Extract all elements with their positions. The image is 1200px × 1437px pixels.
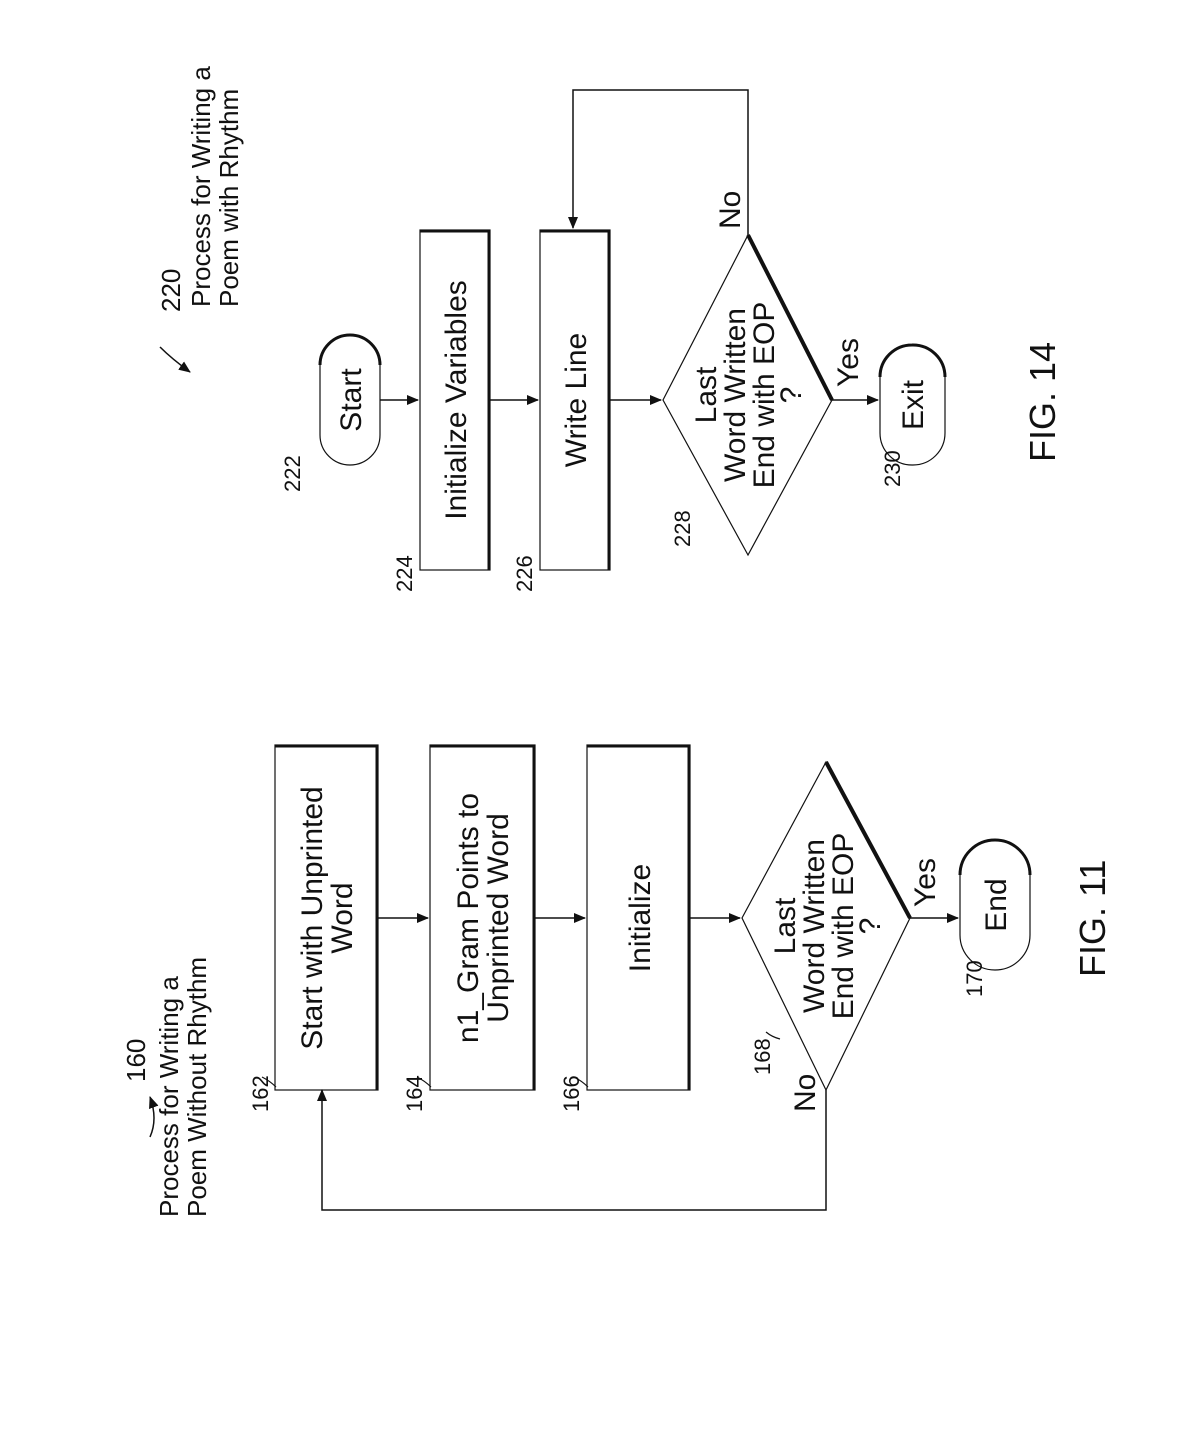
step-224: Initialize Variables 224 — [392, 229, 491, 592]
step-166-ref: 166 — [559, 1075, 584, 1112]
decision-168-line4: ? — [854, 918, 887, 935]
decision-228-ref: 228 — [670, 510, 695, 547]
decision-228-line2: Word Written — [719, 308, 752, 482]
fig11-caption: FIG. 11 — [1072, 860, 1113, 977]
decision-168-no: No — [789, 1074, 822, 1112]
step-224-ref: 224 — [392, 555, 417, 592]
loop-arrow-228-no — [568, 89, 749, 235]
fig11-title-line2: Poem Without Rhythm — [182, 957, 212, 1217]
decision-168-ref: 168 — [750, 1038, 775, 1075]
start-222: Start 222 — [280, 333, 382, 492]
terminal-170-ref: 170 — [962, 960, 987, 997]
fig11-ref-arrow — [149, 1096, 159, 1138]
terminal-230: Exit 230 — [878, 343, 947, 487]
decision-228-line3: End with EOP — [748, 302, 781, 489]
loop-arrow-168-no — [317, 1089, 827, 1211]
decision-228: Last Word Written End with EOP ? 228 — [662, 233, 834, 557]
fig14-ref: 220 — [156, 269, 186, 312]
fig11-title-line1: Process for Writing a — [154, 976, 184, 1217]
fig14-title-line1: Process for Writing a — [186, 66, 216, 307]
terminal-170: End 170 — [958, 838, 1032, 997]
step-162-line2: Word — [326, 882, 359, 953]
decision-168-line1: Last — [769, 897, 802, 954]
step-164-ref: 164 — [402, 1075, 427, 1112]
terminal-170-label: End — [980, 878, 1013, 931]
step-224-label: Initialize Variables — [440, 280, 473, 520]
fig14-ref-arrow — [159, 346, 191, 373]
decision-228-line4: ? — [775, 387, 808, 404]
step-226: Write Line 226 — [512, 229, 611, 592]
step-166-label: Initialize — [624, 864, 657, 972]
decision-168-line3: End with EOP — [827, 833, 860, 1020]
step-164-line1: n1_Gram Points to — [452, 793, 485, 1043]
fig11: 160 Process for Writing a Poem Without R… — [121, 744, 1113, 1217]
step-226-ref: 226 — [512, 555, 537, 592]
terminal-230-label: Exit — [897, 379, 930, 430]
decision-228-yes: Yes — [832, 338, 865, 387]
decision-228-no: No — [714, 191, 747, 229]
start-222-ref: 222 — [280, 455, 305, 492]
step-226-label: Write Line — [560, 333, 593, 468]
step-166: Initialize 166 — [559, 744, 691, 1112]
terminal-230-ref: 230 — [880, 450, 905, 487]
decision-228-line1: Last — [690, 366, 723, 423]
step-164-line2: Unprinted Word — [482, 813, 515, 1023]
decision-168-line2: Word Written — [798, 839, 831, 1013]
step-164: n1_Gram Points to Unprinted Word 164 — [402, 744, 536, 1112]
decision-168-yes: Yes — [909, 858, 942, 907]
decision-168: Last Word Written End with EOP ? 168 — [741, 760, 912, 1092]
start-222-label: Start — [335, 368, 368, 432]
fig14: 220 Process for Writing a Poem with Rhyt… — [156, 66, 1063, 592]
fig14-title-line2: Poem with Rhythm — [214, 89, 244, 307]
fig14-caption: FIG. 14 — [1022, 342, 1063, 462]
step-162: Start with Unprinted Word 162 — [248, 744, 379, 1112]
step-162-line1: Start with Unprinted — [296, 786, 329, 1049]
fig11-ref: 160 — [121, 1039, 151, 1082]
